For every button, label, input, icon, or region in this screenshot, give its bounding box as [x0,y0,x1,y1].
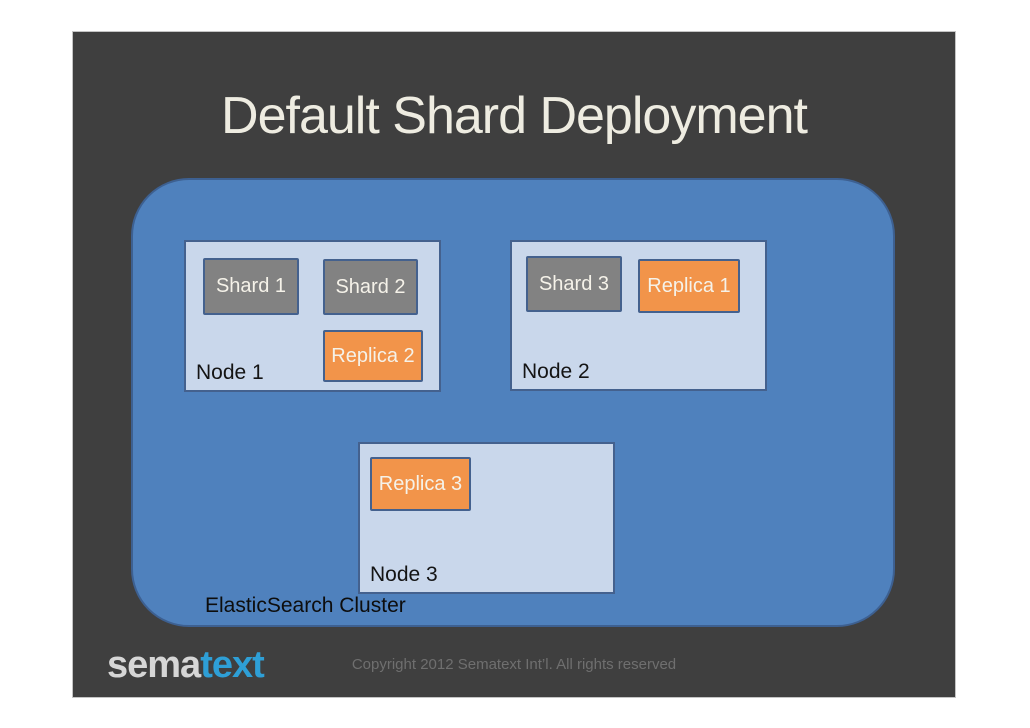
node-1-box: Shard 1 Shard 2 Replica 2 Node 1 [184,240,441,392]
sematext-logo-suffix: text [200,644,265,686]
slide-title: Default Shard Deployment [221,87,808,145]
cluster-label: ElasticSearch Cluster [205,594,406,617]
node-2-box: Shard 3 Replica 1 Node 2 [510,240,767,391]
copyright-text: Copyright 2012 Sematext Int’l. All right… [351,656,677,673]
node-2-label: Node 2 [522,360,590,383]
node-1-label: Node 1 [196,361,264,384]
slide: Default Shard Deployment Shard 1 Shard 2… [73,32,955,697]
shard-3-box: Shard 3 [526,256,622,312]
shard-1-box: Shard 1 [203,258,299,315]
node-3-box: Replica 3 Node 3 [358,442,615,594]
shard-2-box: Shard 2 [323,259,418,315]
node-3-label: Node 3 [370,563,438,586]
replica-2-box: Replica 2 [323,330,423,382]
elasticsearch-cluster-box: Shard 1 Shard 2 Replica 2 Node 1 Shard 3… [131,178,895,627]
replica-1-box: Replica 1 [638,259,740,313]
sematext-logo-prefix: sema [107,644,201,686]
replica-3-box: Replica 3 [370,457,471,511]
sematext-logo: sematext [107,644,265,686]
